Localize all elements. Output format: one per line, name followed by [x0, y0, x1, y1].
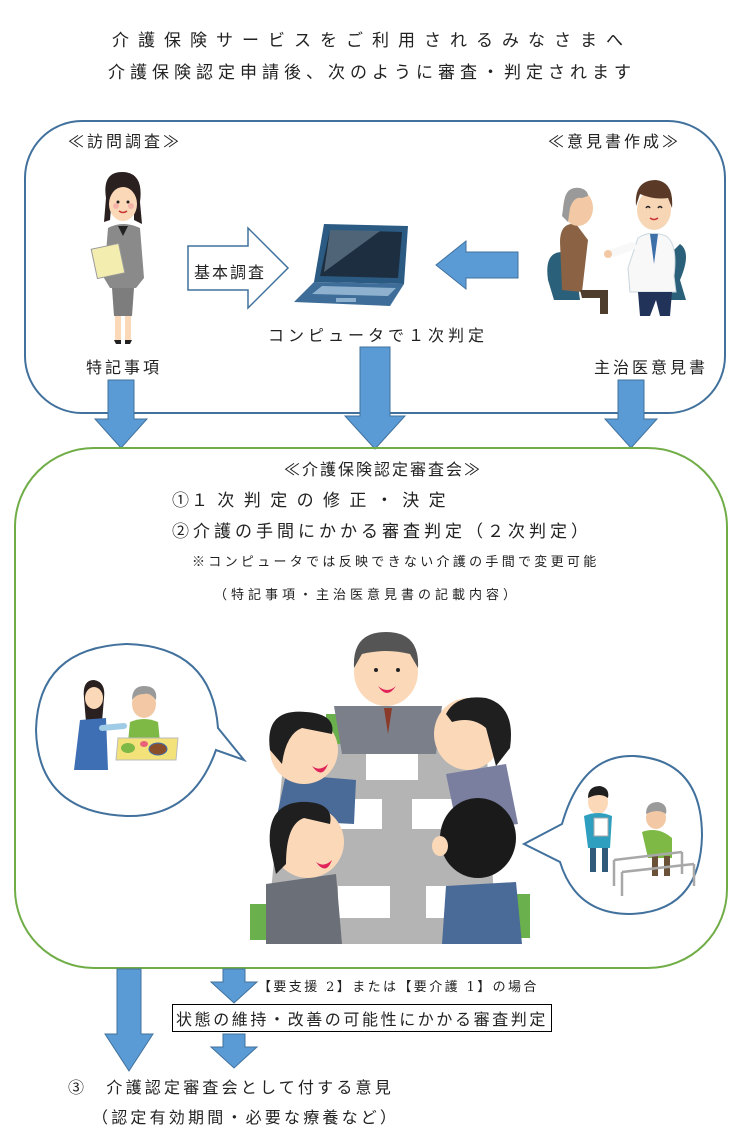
stage2-item-2: ②介護の手間にかかる審査判定（２次判定）: [172, 522, 592, 542]
arrow-stage2-to-assessment: [209, 968, 259, 1004]
stage3-item-3-note: （認定有効期間・必要な療養など）: [92, 1108, 400, 1127]
arrow-stage2-to-opinion: [104, 968, 154, 1072]
doctor-opinion-label: 主治医意見書: [594, 358, 709, 377]
maintenance-assessment-box: 状態の維持・改善の可能性にかかる審査判定: [172, 1004, 553, 1032]
rehabilitation-bubble: [521, 754, 704, 916]
laptop-icon: [294, 224, 408, 306]
surveyor-illustration: [90, 172, 144, 344]
stage2-note-2: （特記事項・主治医意見書の記載内容）: [214, 588, 521, 603]
opinion-title: ≪意見書作成≫: [548, 132, 682, 151]
doctor-to-computer-arrow: [435, 239, 519, 291]
stage3-item-3: ③ 介護認定審査会として付する意見: [68, 1078, 394, 1097]
doctor-patient-illustration: [547, 180, 686, 316]
condition-note: 【要支援 2】または【要介護 1】の場合: [258, 980, 539, 995]
arrow-opinion-down: [603, 379, 659, 449]
stage2-item-1: ①１ 次 判 定 の 修 正 ・ 決 定: [172, 491, 448, 511]
review-meeting-illustration: [250, 632, 530, 944]
arrow-computer-down: [343, 346, 407, 450]
meal-assistance-bubble: [34, 642, 248, 818]
computer-judgement-label: コンピュータで１次判定: [268, 326, 489, 345]
stage2-box: [14, 447, 728, 969]
arrow-notes-down: [93, 379, 149, 449]
stage2-note-1: ※コンピュータでは反映できない介護の手間で変更可能: [192, 555, 600, 570]
header-line-2: 介護保険認定申請後、次のように審査・判定されます: [108, 63, 636, 83]
arrow-assessment-to-opinion: [209, 1033, 259, 1069]
basic-survey-arrow: [187, 226, 290, 310]
header-line-1: 介護保険サービスをご利用されるみなさまへ: [112, 31, 632, 51]
special-notes-label: 特記事項: [86, 358, 163, 377]
visit-survey-title: ≪訪問調査≫: [68, 132, 183, 151]
review-board-title: ≪介護保険認定審査会≫: [284, 460, 483, 479]
basic-survey-label: 基本調査: [194, 263, 267, 282]
